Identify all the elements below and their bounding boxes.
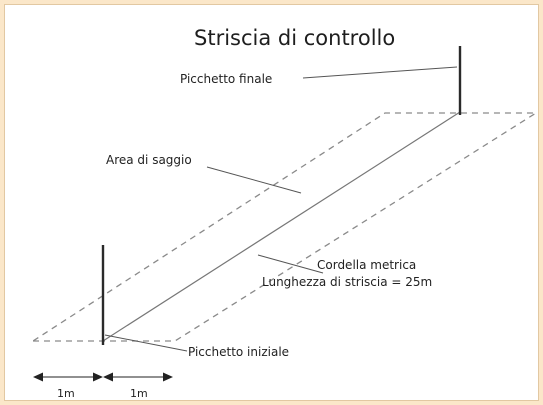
diagram-title: Striscia di controllo [194, 26, 395, 50]
diagram-panel: Striscia di controllo Picchetto finale A… [4, 4, 539, 401]
strip-diagram: Striscia di controllo Picchetto finale A… [30, 26, 538, 400]
dimension-right-arrow [103, 372, 173, 382]
sample-area-outline [30, 112, 538, 342]
dimension-right-label: 1m [130, 387, 148, 400]
measuring-tape-line [102, 111, 461, 342]
dimension-left-arrow [33, 372, 103, 382]
dimension-left-label: 1m [57, 387, 75, 400]
sample-area-leader [206, 166, 302, 194]
sample-area-label: Area di saggio [106, 153, 192, 167]
measuring-tape-leader [257, 254, 324, 274]
strip-length-label: Lunghezza di striscia = 25m [262, 275, 432, 289]
final-stake-leader [302, 66, 458, 79]
final-stake-label: Picchetto finale [180, 72, 272, 86]
initial-stake-leader [104, 334, 188, 352]
measuring-tape-label: Cordella metrica [317, 258, 416, 272]
initial-stake-label: Picchetto iniziale [188, 345, 289, 359]
